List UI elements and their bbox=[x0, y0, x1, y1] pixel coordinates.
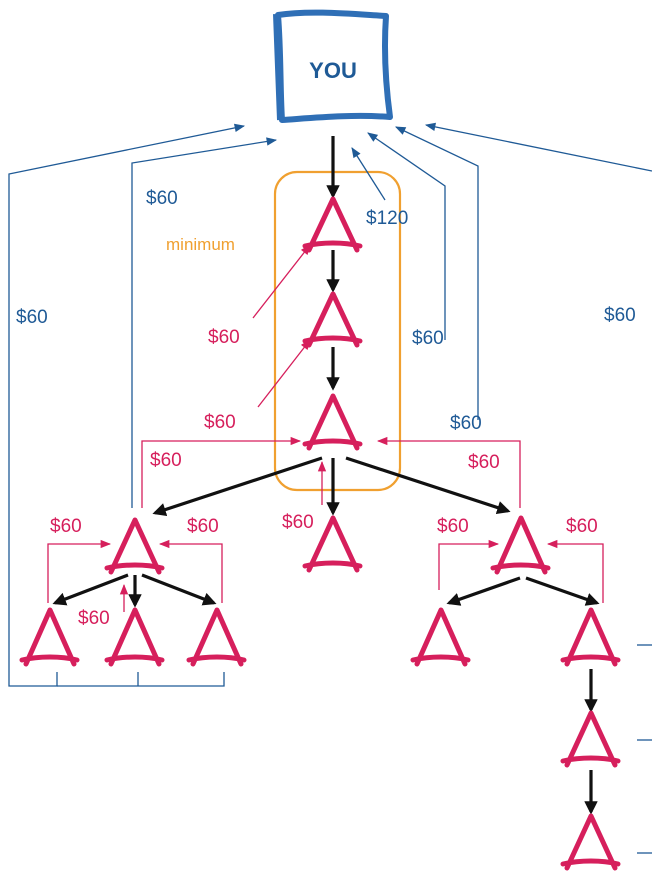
pink-payment-lines bbox=[47, 244, 604, 612]
label-blue-top-right: $120 bbox=[366, 208, 408, 229]
minimum-highlight-box bbox=[273, 170, 402, 492]
you-box-icon bbox=[273, 9, 393, 123]
edge-left-sub-to-ll bbox=[52, 573, 129, 606]
tree-nodes bbox=[19, 196, 621, 871]
triangle-person-icon bbox=[302, 196, 363, 253]
pink-arrow-right-sub-right bbox=[546, 539, 604, 603]
pink-arrow-left-sub-right bbox=[158, 539, 223, 603]
triangle-person-icon bbox=[490, 515, 551, 575]
you-label: YOU bbox=[309, 58, 357, 83]
blue-payment-lines bbox=[8, 122, 652, 854]
blue-line-center-top bbox=[351, 147, 386, 201]
edge-n3-to-right-sub bbox=[345, 456, 511, 515]
pink-arrow-lower bbox=[257, 339, 311, 408]
label-pink-into-center-right: $60 bbox=[468, 452, 500, 473]
tree-edges bbox=[52, 136, 600, 815]
label-pink-left-sub-child: $60 bbox=[78, 608, 110, 629]
label-blue-center-right: $60 bbox=[412, 328, 444, 349]
pink-arrow-into-center-right bbox=[376, 436, 521, 508]
triangle-person-icon bbox=[560, 607, 621, 667]
label-pink-center-child: $60 bbox=[282, 512, 314, 533]
pink-labels: $60 $60 $60 $60 $60 $60 $60 $60 $60 $60 bbox=[50, 327, 598, 629]
triangle-person-icon bbox=[302, 393, 363, 451]
label-pink-into-center-left: $60 bbox=[150, 450, 182, 471]
blue-bracket-left-group bbox=[57, 672, 225, 687]
label-pink-lower: $60 bbox=[204, 412, 236, 433]
blue-line-far-left bbox=[8, 123, 246, 687]
triangle-person-icon bbox=[410, 607, 471, 667]
label-pink-right-sub-left: $60 bbox=[437, 516, 469, 537]
edge-right-sub-to-rl bbox=[446, 576, 521, 606]
label-pink-left-sub-right: $60 bbox=[187, 516, 219, 537]
blue-line-mid-right bbox=[395, 126, 479, 420]
label-pink-left-sub-left: $60 bbox=[50, 516, 82, 537]
pink-arrow-left-sub-left bbox=[47, 539, 112, 603]
label-blue-left: $60 bbox=[146, 188, 178, 209]
triangle-person-icon bbox=[19, 607, 80, 667]
triangle-person-icon bbox=[104, 517, 165, 575]
blue-line-far-right bbox=[424, 122, 652, 172]
pink-arrow-upper bbox=[252, 244, 311, 319]
edge-n3-to-left-sub bbox=[152, 456, 323, 517]
blue-labels: $60 $60 $120 $60 $60 $60 bbox=[16, 188, 636, 434]
you-node: YOU bbox=[273, 9, 393, 123]
pink-arrow-into-center-left bbox=[141, 436, 302, 508]
triangle-person-icon bbox=[104, 607, 165, 667]
label-blue-far-left: $60 bbox=[16, 307, 48, 328]
label-blue-mid-right: $60 bbox=[450, 413, 482, 434]
edge-left-sub-to-lr bbox=[141, 573, 217, 606]
pink-arrow-right-sub-left bbox=[438, 539, 500, 590]
triangle-person-icon bbox=[302, 515, 363, 573]
minimum-label: minimum bbox=[166, 235, 235, 254]
blue-line-left bbox=[131, 137, 278, 508]
label-blue-far-right: $60 bbox=[604, 305, 636, 326]
label-pink-right-sub-right: $60 bbox=[566, 516, 598, 537]
blue-line-center-right bbox=[367, 132, 446, 340]
edge-right-sub-to-rr bbox=[525, 576, 600, 606]
label-pink-upper: $60 bbox=[208, 327, 240, 348]
triangle-person-icon bbox=[560, 813, 621, 871]
triangle-person-icon bbox=[560, 710, 621, 768]
triangle-person-icon bbox=[302, 291, 363, 348]
triangle-person-icon bbox=[186, 607, 247, 667]
